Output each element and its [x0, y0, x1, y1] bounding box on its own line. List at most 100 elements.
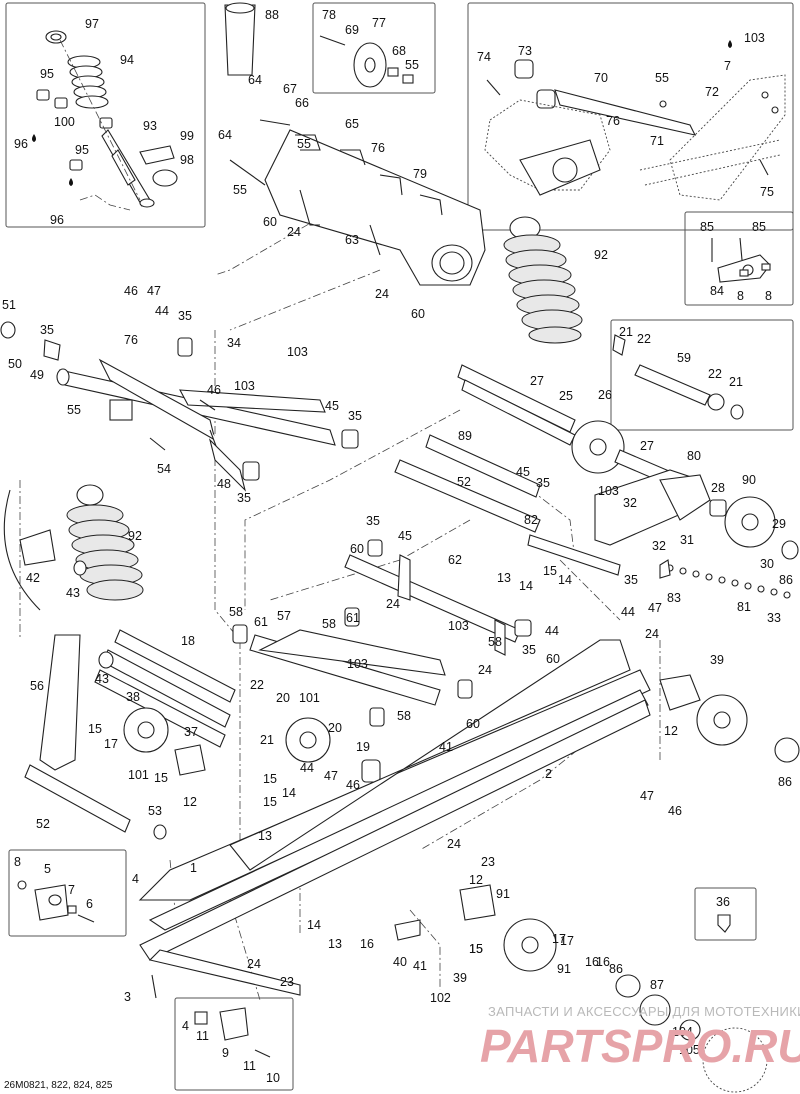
part-number-label: 4	[132, 872, 139, 886]
part-number-label: 7	[724, 59, 731, 73]
center-shock-spring	[503, 216, 583, 344]
part-number-label: 62	[448, 553, 462, 567]
part-number-label: 82	[524, 513, 538, 527]
part-number-label: 38	[126, 690, 140, 704]
part-number-label: 19	[356, 740, 370, 754]
part-number-label: 55	[67, 403, 81, 417]
part-number-label: 48	[217, 477, 231, 491]
part-number-label: 17	[560, 934, 574, 948]
rail-slider-inset	[17, 880, 95, 923]
part-number-label: 101	[128, 768, 149, 782]
part-number-label: 41	[439, 740, 453, 754]
part-number-label: 54	[157, 462, 171, 476]
part-number-label: 43	[95, 672, 109, 686]
part-number-label: 103	[744, 31, 765, 45]
rear-shock-inset	[32, 30, 178, 208]
part-number-label: 24	[645, 627, 659, 641]
part-number-label: 24	[478, 663, 492, 677]
part-number-label: 91	[496, 887, 510, 901]
inset-boxes	[5, 2, 794, 1091]
part-number-label: 47	[640, 789, 654, 803]
part-number-label: 52	[36, 817, 50, 831]
part-number-label: 63	[345, 233, 359, 247]
part-number-label: 55	[233, 183, 247, 197]
watermark-logo: PARTSPRO.RU	[480, 1020, 800, 1072]
part-number-label: 35	[348, 409, 362, 423]
part-number-label: 60	[263, 215, 277, 229]
part-number-label: 21	[619, 325, 633, 339]
part-number-label: 103	[287, 345, 308, 359]
part-number-label: 55	[655, 71, 669, 85]
part-number-label: 14	[558, 573, 572, 587]
part-number-label: 101	[299, 691, 320, 705]
part-number-label: 87	[650, 978, 664, 992]
part-number-label: 61	[254, 615, 268, 629]
part-number-label: 53	[148, 804, 162, 818]
part-number-label: 42	[26, 571, 40, 585]
part-number-label: 60	[546, 652, 560, 666]
rail-clip-inset	[194, 1007, 271, 1058]
watermark: ЗАПЧАСТИ И АКСЕССУАРЫ ДЛЯ МОТОТЕХНИКИ PA…	[480, 1004, 800, 1072]
part-number-label: 20	[328, 721, 342, 735]
part-number-label: 24	[287, 225, 301, 239]
part-number-label: 18	[181, 634, 195, 648]
part-number-label: 76	[124, 333, 138, 347]
part-number-label: 21	[729, 375, 743, 389]
part-number-label: 41	[413, 959, 427, 973]
part-number-label: 76	[371, 141, 385, 155]
part-number-label: 8	[737, 289, 744, 303]
part-number-label: 45	[398, 529, 412, 543]
part-number-label: 45	[516, 465, 530, 479]
part-number-label: 16	[585, 955, 599, 969]
part-number-label: 23	[481, 855, 495, 869]
part-number-label: 51	[2, 298, 16, 312]
part-number-label: 7	[68, 883, 75, 897]
part-number-label: 74	[477, 50, 491, 64]
part-number-label: 6	[86, 897, 93, 911]
part-number-label: 60	[350, 542, 364, 556]
part-number-label: 17	[104, 737, 118, 751]
part-number-label: 34	[227, 336, 241, 350]
part-number-label: 49	[30, 368, 44, 382]
part-number-label: 78	[322, 8, 336, 22]
part-number-label: 46	[668, 804, 682, 818]
part-number-label: 44	[621, 605, 635, 619]
part-number-label: 97	[85, 17, 99, 31]
part-number-label: 59	[677, 351, 691, 365]
part-number-label: 95	[75, 143, 89, 157]
part-number-label: 71	[650, 134, 664, 148]
part-number-label: 2	[545, 767, 552, 781]
part-number-label: 28	[711, 481, 725, 495]
slide-rails	[138, 639, 800, 999]
part-number-label: 40	[393, 955, 407, 969]
part-number-label: 64	[248, 73, 262, 87]
part-number-label: 105	[679, 1043, 700, 1057]
part-number-label: 58	[229, 605, 243, 619]
part-number-label: 30	[760, 557, 774, 571]
part-number-label: 36	[716, 895, 730, 909]
watermark-caption: ЗАПЧАСТИ И АКСЕССУАРЫ ДЛЯ МОТОТЕХНИКИ	[488, 1004, 800, 1019]
idler-wheel-inset	[319, 35, 414, 88]
part-number-label: 58	[488, 635, 502, 649]
lower-left-components	[24, 629, 381, 840]
part-number-label: 44	[300, 761, 314, 775]
part-number-label: 15	[263, 772, 277, 786]
part-number-label: 56	[30, 679, 44, 693]
part-number-label: 11	[243, 1059, 256, 1073]
part-number-label: 43	[66, 586, 80, 600]
part-number-label: 24	[375, 287, 389, 301]
part-number-label: 4	[182, 1019, 189, 1033]
part-number-label: 22	[708, 367, 722, 381]
part-number-label: 45	[325, 399, 339, 413]
part-number-label: 65	[345, 117, 359, 131]
part-number-label: 86	[778, 775, 792, 789]
part-number-label: 89	[458, 429, 472, 443]
part-number-label: 5	[44, 862, 51, 876]
part-number-label: 81	[737, 600, 751, 614]
part-number-label: 35	[366, 514, 380, 528]
part-number-label: 13	[497, 571, 511, 585]
part-number-label: 12	[183, 795, 197, 809]
link-rod-inset	[484, 40, 786, 201]
part-number-label: 96	[50, 213, 64, 227]
part-number-label: 76	[606, 114, 620, 128]
